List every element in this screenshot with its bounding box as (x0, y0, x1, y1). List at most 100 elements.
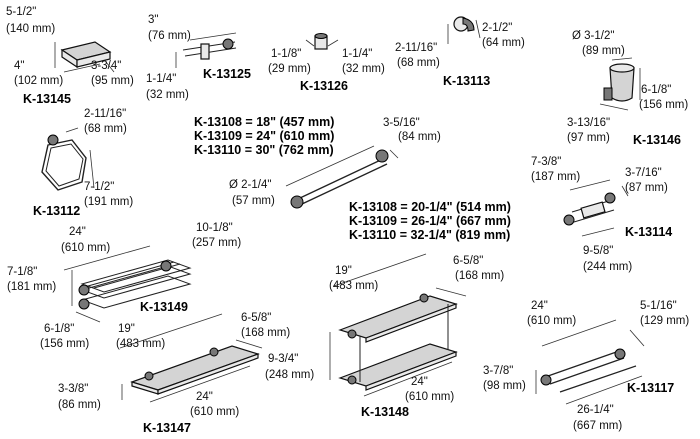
k13145-model: K-13145 (23, 92, 71, 106)
k13148-height-mm: (248 mm) (265, 369, 314, 381)
k13146-diameter-mm: (89 mm) (582, 45, 625, 57)
k13148-proj-mm: (168 mm) (455, 270, 504, 282)
k13147-depth-mm: (610 mm) (190, 406, 239, 418)
k13112-height-mm: (191 mm) (84, 196, 133, 208)
towelbar-proj-in: 3-5/16" (383, 117, 420, 129)
k13147-height-mm: (86 mm) (58, 399, 101, 411)
k13149-proj-in: 10-1/8" (196, 222, 233, 234)
k13126-model: K-13126 (300, 79, 348, 93)
k13126-proj-mm: (32 mm) (342, 63, 385, 75)
k13145-width-mm: (140 mm) (6, 23, 55, 35)
k13114-height-in: 9-5/8" (583, 245, 613, 257)
k13113-model: K-13113 (443, 74, 490, 88)
k13146-proj-in: 3-13/16" (567, 117, 610, 129)
k13114-length-in: 7-3/8" (531, 156, 561, 168)
k13147-length-mm: (483 mm) (116, 338, 165, 350)
k13113-proj-mm: (68 mm) (397, 57, 440, 69)
k13147-drawing (119, 313, 263, 403)
k13145-width-in: 5-1/2" (6, 6, 36, 18)
k13112-height-in: 7-1/2" (84, 181, 114, 193)
k13149-model: K-13149 (140, 300, 188, 314)
k13112-proj-in: 2-11/16" (84, 108, 126, 120)
k13146-drawing (599, 57, 641, 111)
k13117-proj-mm: (129 mm) (640, 315, 689, 327)
k13147-length-in: 19" (118, 323, 135, 335)
k13145-height-mm: (95 mm) (91, 75, 134, 87)
k13125-proj-in: 1-1/4" (146, 73, 176, 85)
k13146-model: K-13146 (633, 133, 681, 147)
k13149-depth-in: 6-1/8" (44, 323, 74, 335)
towelbar-top-line-3: K-13110 = 30" (762 mm) (194, 143, 334, 157)
k13117-depth-mm: (667 mm) (573, 420, 622, 432)
k13146-diameter-in: Ø 3-1/2" (572, 30, 614, 42)
k13114-length-mm: (187 mm) (531, 171, 580, 183)
k13148-length-mm: (483 mm) (329, 280, 378, 292)
towelbar-diameter-in: Ø 2-1/4" (229, 179, 271, 191)
k13117-model: K-13117 (627, 381, 674, 395)
k13117-length-in: 24" (531, 300, 548, 312)
towelbar-drawing (285, 145, 399, 209)
k13125-length-mm: (76 mm) (148, 30, 191, 42)
k13113-height-in: 2-1/2" (482, 22, 512, 34)
k13148-length-in: 19" (335, 265, 352, 277)
k13149-length-in: 24" (69, 226, 86, 238)
k13148-drawing (329, 253, 467, 397)
k13148-depth-mm: (610 mm) (405, 391, 454, 403)
towelbar-diameter-mm: (57 mm) (232, 195, 275, 207)
k13125-model: K-13125 (203, 67, 251, 81)
k13145-height-in: 3-3/4" (91, 60, 121, 72)
k13114-height-mm: (244 mm) (583, 261, 632, 273)
k13147-model: K-13147 (143, 421, 191, 435)
k13146-height-mm: (156 mm) (639, 99, 688, 111)
k13125-length-in: 3" (148, 14, 158, 26)
k13149-height-in: 7-1/8" (7, 266, 37, 278)
k13114-model: K-13114 (625, 225, 672, 239)
k13147-height-in: 3-3/8" (58, 383, 88, 395)
k13114-proj-in: 3-7/16" (625, 167, 662, 179)
k13149-drawing (63, 245, 192, 323)
k13145-depth-in: 4" (14, 60, 24, 72)
towelbar-top-line-2: K-13109 = 24" (610 mm) (194, 129, 334, 143)
k13126-proj-in: 1-1/4" (342, 48, 372, 60)
k13126-height-mm: (29 mm) (268, 63, 311, 75)
k13148-model: K-13148 (361, 405, 409, 419)
k13148-height-in: 9-3/4" (268, 353, 298, 365)
k13117-length-mm: (610 mm) (527, 315, 576, 327)
k13126-height-in: 1-1/8" (271, 48, 301, 60)
k13148-depth-in: 24" (411, 376, 428, 388)
k13114-proj-mm: (87 mm) (625, 182, 668, 194)
k13149-length-mm: (610 mm) (61, 242, 110, 254)
k13147-proj-mm: (168 mm) (241, 327, 290, 339)
k13149-proj-mm: (257 mm) (192, 237, 241, 249)
k13125-drawing (175, 32, 237, 68)
k13146-height-in: 6-1/8" (641, 84, 671, 96)
k13117-drawing (535, 319, 645, 405)
k13117-height-mm: (98 mm) (483, 380, 526, 392)
k13112-proj-mm: (68 mm) (84, 123, 127, 135)
k13147-depth-in: 24" (196, 391, 213, 403)
towelbar-proj-mm: (84 mm) (398, 131, 441, 143)
k13112-drawing (41, 127, 95, 191)
k13113-proj-in: 2-11/16" (395, 42, 437, 54)
k13117-proj-in: 5-1/16" (640, 300, 677, 312)
k13145-depth-mm: (102 mm) (14, 75, 63, 87)
k13147-proj-in: 6-5/8" (241, 312, 271, 324)
k13114-drawing (563, 179, 629, 237)
k13126-drawing (305, 33, 339, 50)
k13117-height-in: 3-7/8" (483, 365, 513, 377)
towelbar-bottom-line-3: K-13110 = 32-1/4" (819 mm) (349, 228, 510, 242)
k13113-height-mm: (64 mm) (482, 37, 525, 49)
k13112-model: K-13112 (33, 204, 80, 218)
k13149-height-mm: (181 mm) (7, 281, 56, 293)
k13146-proj-mm: (97 mm) (567, 132, 610, 144)
k13125-proj-mm: (32 mm) (146, 89, 189, 101)
k13148-proj-in: 6-5/8" (453, 255, 483, 267)
towelbar-top-line-1: K-13108 = 18" (457 mm) (194, 115, 334, 129)
k13117-depth-in: 26-1/4" (577, 404, 614, 416)
towelbar-bottom-line-2: K-13109 = 26-1/4" (667 mm) (349, 214, 511, 228)
k13145-drawing (54, 41, 115, 73)
k13113-drawing (447, 16, 481, 44)
k13149-depth-mm: (156 mm) (40, 338, 89, 350)
towelbar-bottom-line-1: K-13108 = 20-1/4" (514 mm) (349, 200, 511, 214)
